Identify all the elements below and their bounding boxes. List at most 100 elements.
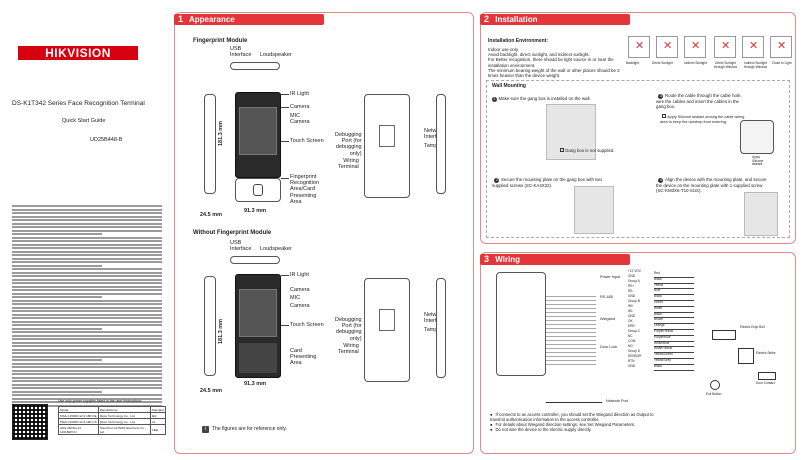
- wire-color-label: White: [654, 306, 694, 313]
- close-to-light-icon: ✕: [770, 36, 792, 58]
- wire-terminal-label: +12 VDC: [628, 269, 642, 273]
- network-wire: [546, 402, 602, 403]
- loudspeaker-label: Loudspeaker: [260, 246, 292, 252]
- legal-text-line: [12, 383, 162, 386]
- device-top-view: [230, 256, 280, 264]
- step-text: Make sure the gang box is installed on t…: [498, 96, 591, 101]
- legal-text-line: [12, 359, 102, 361]
- legal-text-line: [12, 390, 102, 393]
- legal-text-line: [12, 376, 162, 379]
- wire-terminal-label: GND: [628, 274, 636, 278]
- section-number: 3: [484, 254, 490, 264]
- camera-label-2: Camera: [290, 303, 310, 309]
- legal-text-line: [12, 397, 162, 400]
- gangbox-note-text: Gang box is not supplied.: [565, 148, 615, 153]
- no-fp-module-heading: Without Fingerprint Module: [193, 230, 272, 236]
- step-text: Secure the mounting plate on the gang bo…: [492, 177, 603, 189]
- loudspeaker-label: Loudspeaker: [260, 52, 292, 58]
- wire-color-label: Yellow/Green: [654, 352, 694, 359]
- legal-text-line: [12, 208, 162, 211]
- wire-color-label: Purple/Yellow: [654, 329, 694, 336]
- silicone-note-text: Apply Silicone sealant among the cable w…: [660, 115, 745, 124]
- legal-text-line: [12, 334, 162, 337]
- legal-text-line: [12, 254, 162, 256]
- gangbox-note: Gang box is not supplied.: [560, 148, 615, 153]
- table-cell: ADS-26FSG-12 12018EPCU: [58, 424, 99, 435]
- legal-text-line: [12, 285, 162, 288]
- device-label: Electric Drop Bolt: [740, 325, 765, 329]
- section-title: Wiring: [495, 255, 521, 264]
- mounting-plate-illustration: [574, 186, 614, 234]
- legal-text-line: [12, 404, 162, 407]
- legal-text-line: [12, 212, 162, 214]
- env-line: Avoid backlight, direct sunlight, and in…: [488, 52, 590, 58]
- leader-line: [281, 325, 289, 326]
- legal-text-line: [12, 292, 162, 295]
- silicone-tag: Apply Silicone sealant: [752, 155, 764, 167]
- wire-color-label: White/Blue: [654, 341, 694, 348]
- device-label: Door Contact: [756, 381, 775, 385]
- wire-color-label: Yellow/Grey: [654, 358, 694, 365]
- wiring-terminal-label: Wiring Terminal: [338, 343, 359, 356]
- note-text: The figures are for reference only.: [212, 426, 287, 432]
- appearance-panel: [174, 12, 474, 454]
- legal-text-line: [12, 387, 162, 389]
- debug-port-label: Debugging Port (for debugging only): [335, 317, 362, 342]
- width-dimension: 91.3 mm: [244, 208, 267, 214]
- legal-text-line: [12, 341, 162, 344]
- step-text: Align the device with the mounting plate…: [656, 177, 767, 194]
- wire-terminal-label: GND: [628, 314, 636, 318]
- table-cell: Shenzhen HONOR Electronic Co., Ltd.: [97, 424, 151, 435]
- env-icon-label: Indirect Sunlight: [684, 61, 707, 65]
- leader-line: [281, 178, 289, 179]
- qr-code-icon: [12, 404, 48, 440]
- wiring-group-label: RS-485: [600, 295, 613, 299]
- device-side-right: [436, 94, 446, 194]
- legal-text-line: [12, 380, 162, 382]
- wire-terminal-label: NC: [628, 334, 633, 338]
- wire-terminal-label: W1: [628, 309, 633, 313]
- wire-terminal-label: COM: [628, 339, 636, 343]
- wiring-note: Do not wire the device to the electric s…: [490, 427, 790, 432]
- mic-camera-label: MIC Camera: [290, 113, 310, 126]
- legal-text-line: [12, 327, 102, 330]
- legal-text-line: [12, 233, 102, 235]
- section-title: Installation: [495, 15, 538, 24]
- doc-subtitle: Quick Start Guide: [62, 118, 106, 124]
- usb-label: USB Interface: [230, 240, 252, 253]
- usb-label: USB Interface: [230, 46, 252, 59]
- legal-text-line: [12, 313, 162, 316]
- legal-text-line: [12, 317, 162, 319]
- installation-header: 2 Installation: [480, 14, 630, 25]
- camera-label: Camera: [290, 287, 310, 293]
- legal-text-line: [12, 362, 162, 365]
- wall-mounting-box: [486, 80, 790, 238]
- wire-color-label: Black: [654, 312, 694, 319]
- legal-text-line: [12, 229, 162, 232]
- env-line: For Better recognition, there should be …: [488, 57, 614, 63]
- legal-text-line: [12, 366, 162, 368]
- legal-text-line: [12, 352, 162, 354]
- window-indirect-icon: ✕: [742, 36, 764, 58]
- network-interface-label: Network Interface: [424, 128, 446, 141]
- wire-terminal-label: Group A: [628, 279, 640, 283]
- env-icon-label: Backlight: [626, 61, 639, 65]
- step-text: Route the cable through the cable hole, …: [656, 93, 742, 110]
- device-label: Exit Button: [706, 392, 722, 396]
- wire-color-label: Black: [654, 364, 694, 371]
- power-supply-table: Model Manufacturer Standard MSA-C1500IC1…: [58, 406, 167, 435]
- wire-terminal-label: RS+: [628, 284, 635, 288]
- env-heading: Installation Environment:: [488, 38, 549, 44]
- debug-port-label: Debugging Port (for debugging only): [335, 132, 362, 157]
- touch-screen-label: Touch Screen: [290, 322, 324, 328]
- device-back-view: [364, 94, 410, 198]
- legal-text-line: [12, 401, 162, 403]
- wire-color-label: Blue: [654, 289, 694, 296]
- env-line: The minimum bearing weight of the wall o…: [488, 67, 620, 73]
- height-dimension: 181.3 mm: [218, 318, 224, 344]
